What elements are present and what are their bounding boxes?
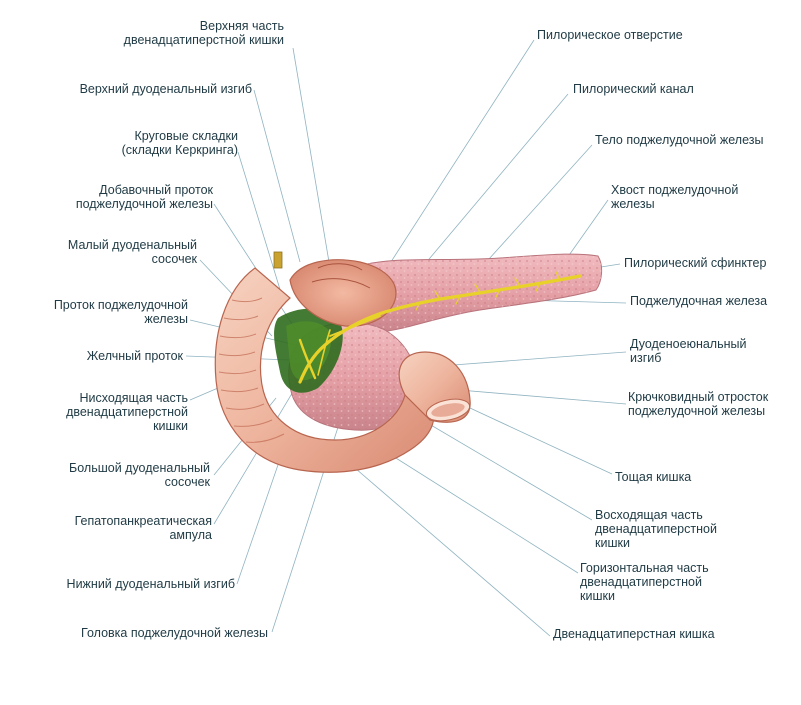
label-line: Пилорический сфинктер <box>624 256 767 270</box>
label-line: кишки <box>580 589 615 603</box>
label-pyloric-orifice: Пилорическое отверстие <box>537 28 683 42</box>
label-line: Крючковидный отросток <box>628 390 769 404</box>
label-line: железы <box>144 312 188 326</box>
label-line: Горизонтальная часть <box>580 561 709 575</box>
label-line: Круговые складки <box>134 129 238 143</box>
label-inferior-flexure: Нижний дуоденальный изгиб <box>67 577 235 591</box>
label-line: двенадцатиперстной <box>580 575 702 589</box>
leader-line-pancreas-body <box>469 144 593 281</box>
pylorus-shape <box>273 251 397 327</box>
label-line: Проток поджелудочной <box>53 298 188 312</box>
label-duodenum: Двенадцатиперстная кишка <box>553 627 715 641</box>
leader-line-duodenojejunal-flexure <box>439 351 627 367</box>
label-pancreas: Поджелудочная железа <box>630 294 767 308</box>
label-line: Пилорический канал <box>573 82 694 96</box>
label-line: двенадцатиперстной <box>66 405 188 419</box>
leader-line-jejunum <box>469 407 613 475</box>
label-line: Малый дуоденальный <box>67 238 197 252</box>
label-line: поджелудочной железы <box>628 404 766 418</box>
label-line: Тощая кишка <box>615 470 692 484</box>
label-line: ампула <box>169 528 212 542</box>
label-line: двенадцатиперстной кишки <box>123 33 284 47</box>
label-line: Большой дуоденальный <box>69 461 210 475</box>
leader-line-ascending-part <box>401 407 593 521</box>
label-line: Двенадцатиперстная кишка <box>553 627 715 641</box>
label-line: Головка поджелудочной железы <box>81 626 268 640</box>
label-line: Гепатопанкреатическая <box>74 514 212 528</box>
label-circular-folds: Круговые складки(складки Керкринга) <box>122 129 238 157</box>
label-superior-flexure: Верхний дуоденальный изгиб <box>80 82 252 96</box>
leader-line-superior-flexure <box>253 89 301 263</box>
leader-line-circular-folds <box>237 151 283 297</box>
label-line: Тело поджелудочной железы <box>595 133 764 147</box>
label-line: Хвост поджелудочной <box>611 183 739 197</box>
label-line: (складки Керкринга) <box>121 143 238 157</box>
label-line: сосочек <box>164 475 210 489</box>
label-bile-duct: Желчный проток <box>87 349 183 363</box>
leader-line-upper-part-duodenum <box>292 47 331 269</box>
label-line: Поджелудочная железа <box>630 294 768 308</box>
label-line: Верхний дуоденальный изгиб <box>79 82 252 96</box>
label-pyloric-sphincter: Пилорический сфинктер <box>624 256 766 270</box>
label-line: Верхняя часть <box>199 19 284 33</box>
label-line: Желчный проток <box>86 349 183 363</box>
label-line: Нижний дуоденальный изгиб <box>66 577 235 591</box>
duodenum-interior <box>274 308 343 393</box>
label-line: поджелудочной железы <box>75 197 213 211</box>
label-jejunum: Тощая кишка <box>615 470 691 484</box>
leader-line-horizontal-part <box>379 447 579 574</box>
label-line: кишки <box>153 419 188 433</box>
label-line: Добавочный проток <box>99 183 213 197</box>
label-line: Дуоденоеюнальный <box>630 337 747 351</box>
label-line: изгиб <box>630 351 662 365</box>
label-line: сосочек <box>151 252 197 266</box>
label-line: Пилорическое отверстие <box>537 28 683 42</box>
label-line: кишки <box>595 536 630 550</box>
leader-line-pancreas-head <box>271 389 351 633</box>
label-pancreas-head: Головка поджелудочной железы <box>81 626 268 640</box>
label-line: железы <box>611 197 655 211</box>
leader-line-accessory-duct <box>213 203 297 331</box>
label-pyloric-canal: Пилорический канал <box>573 82 694 96</box>
label-line: двенадцатиперстной <box>595 522 717 536</box>
leader-line-duodenum <box>347 461 551 637</box>
label-line: Нисходящая часть <box>79 391 188 405</box>
duodenum-loop <box>214 267 471 473</box>
leader-line-pyloric-orifice <box>377 39 535 283</box>
label-pancreas-body: Тело поджелудочной железы <box>595 133 763 147</box>
pancreatic-ducts <box>298 271 582 384</box>
label-line: Восходящая часть <box>595 508 703 522</box>
